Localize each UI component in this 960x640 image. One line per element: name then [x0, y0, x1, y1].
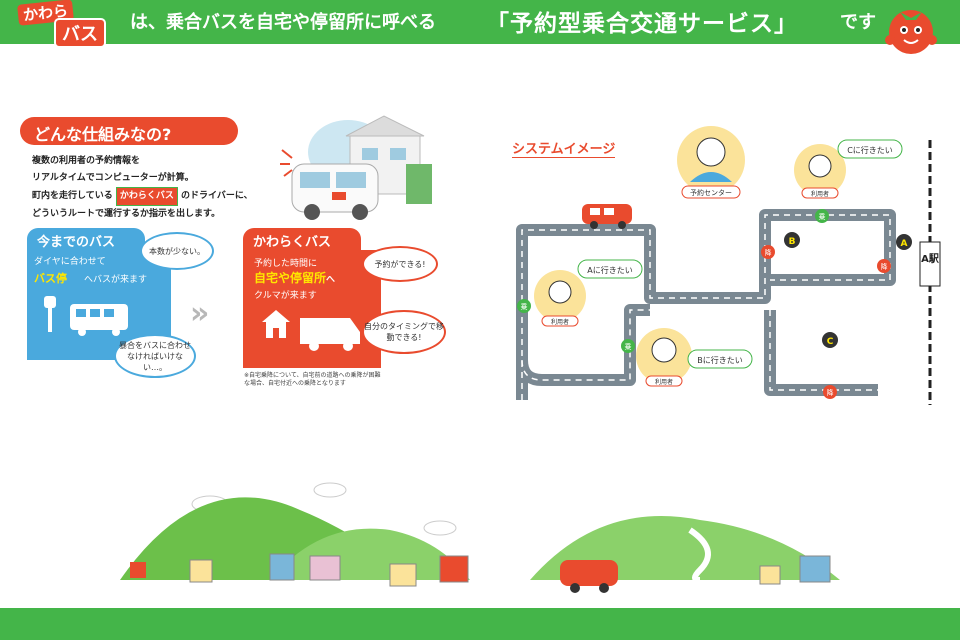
header-suffix: です — [840, 12, 876, 33]
kawaraku-bus-logo[interactable]: かわら バス — [14, 0, 122, 48]
ride-label: 乗 — [625, 342, 632, 351]
stop-b-marker: B — [784, 232, 800, 248]
desc-line: リアルタイムでコンピューターが計算。 — [32, 173, 194, 183]
footer-bar — [0, 608, 960, 640]
desc-line: 町内を走行している かわらくバス のドライバーに、 — [32, 187, 253, 206]
new-bus-line1: 予約した時間に — [254, 259, 318, 269]
stop-b-label: B — [789, 237, 796, 247]
header-highlight: 「予約型乗合交通サービス」 — [486, 11, 798, 37]
new-bus-bubble-1: 予約ができる! — [362, 246, 438, 282]
house-and-van-illustration — [280, 115, 432, 220]
desc-line-part: 町内を走行している — [32, 191, 113, 201]
bubble-a: Aに行きたい — [587, 265, 632, 275]
red-bus-icon — [582, 204, 632, 229]
how-it-works-heading: どんな仕組みなの? — [20, 117, 238, 145]
new-bus-line3: クルマが来ます — [254, 291, 317, 301]
bus-stop-and-bus-icon — [44, 296, 128, 336]
user-c-label: 利用者 — [811, 190, 829, 198]
explainer-description: 複数の利用者の予約情報を リアルタイムでコンピューターが計算。 町内を走行してい… — [32, 153, 253, 223]
logo-bottom-text: バス — [54, 18, 106, 48]
new-bus-bubble-2: 自分のタイミングで移動できる! — [362, 310, 446, 354]
old-bus-bubble-2: 暴合をバスに合わせなければいけない…。 — [114, 334, 196, 378]
ride-marker: 乗 — [621, 339, 635, 353]
home-and-van-icon — [262, 310, 360, 351]
old-bus-title: 今までのバス — [27, 228, 145, 250]
station-label: A駅 — [921, 253, 940, 265]
old-bus-line1: ダイヤに合わせて — [34, 257, 106, 267]
new-bus-line2: へ — [326, 275, 336, 285]
header-text: は、乗合バスを自宅や停留所に呼べる — [130, 12, 436, 33]
desc-line: どういうルートで運行するか指示を出します。 — [32, 209, 221, 219]
stop-a-label: A — [901, 239, 908, 249]
old-bus-strong: バス停 — [34, 272, 67, 285]
desc-line: 複数の利用者の予約情報を — [32, 156, 141, 166]
ride-label: 乗 — [819, 212, 826, 221]
drop-label: 降 — [827, 388, 834, 397]
arrow-right-icon: » — [190, 296, 210, 331]
drop-marker: 降 — [823, 385, 837, 399]
user-b-label: 利用者 — [655, 378, 673, 386]
system-image-title: システムイメージ — [512, 138, 616, 158]
stop-c-label: C — [827, 337, 834, 347]
kawaraku-badge: かわらくバス — [115, 187, 178, 206]
new-bus-footnote: ※自宅乗降について、自宅前の道路への乗降が困難な場合、自宅付近への乗降となります — [244, 372, 381, 387]
bubble-c: Cに行きたい — [847, 145, 893, 155]
tomato-mascot-icon — [885, 10, 937, 54]
old-bus-line2: へバスが来ます — [84, 275, 148, 285]
town-landscape-illustration — [120, 482, 840, 593]
drop-label: 降 — [765, 248, 772, 257]
drop-marker: 降 — [877, 259, 891, 273]
ride-marker: 乗 — [815, 209, 829, 223]
stop-c-marker: C — [822, 332, 838, 348]
drop-marker: 降 — [761, 245, 775, 259]
new-bus-strong-text: 自宅や停留所 — [254, 271, 327, 285]
ride-marker: 乗 — [517, 299, 531, 313]
center-label: 予約センター — [690, 188, 732, 197]
stop-a-marker: A — [896, 234, 912, 250]
bubble-b: Bに行きたい — [697, 355, 743, 365]
user-a-label: 利用者 — [551, 318, 569, 326]
drop-label: 降 — [881, 262, 888, 271]
old-bus-bubble-1: 本数が少ない。 — [140, 232, 214, 270]
system-route-map: A駅 予約センター 利用者 Aに行きたい 利用者 Bに行きたい 利用者 Cに行き… — [516, 126, 941, 405]
ride-label: 乗 — [521, 302, 528, 311]
new-bus-title: かわらくバス — [243, 228, 361, 250]
desc-line-part: のドライバーに、 — [181, 191, 253, 201]
header-bar — [0, 0, 960, 44]
new-bus-strong: 自宅や停留所へ — [254, 269, 335, 286]
